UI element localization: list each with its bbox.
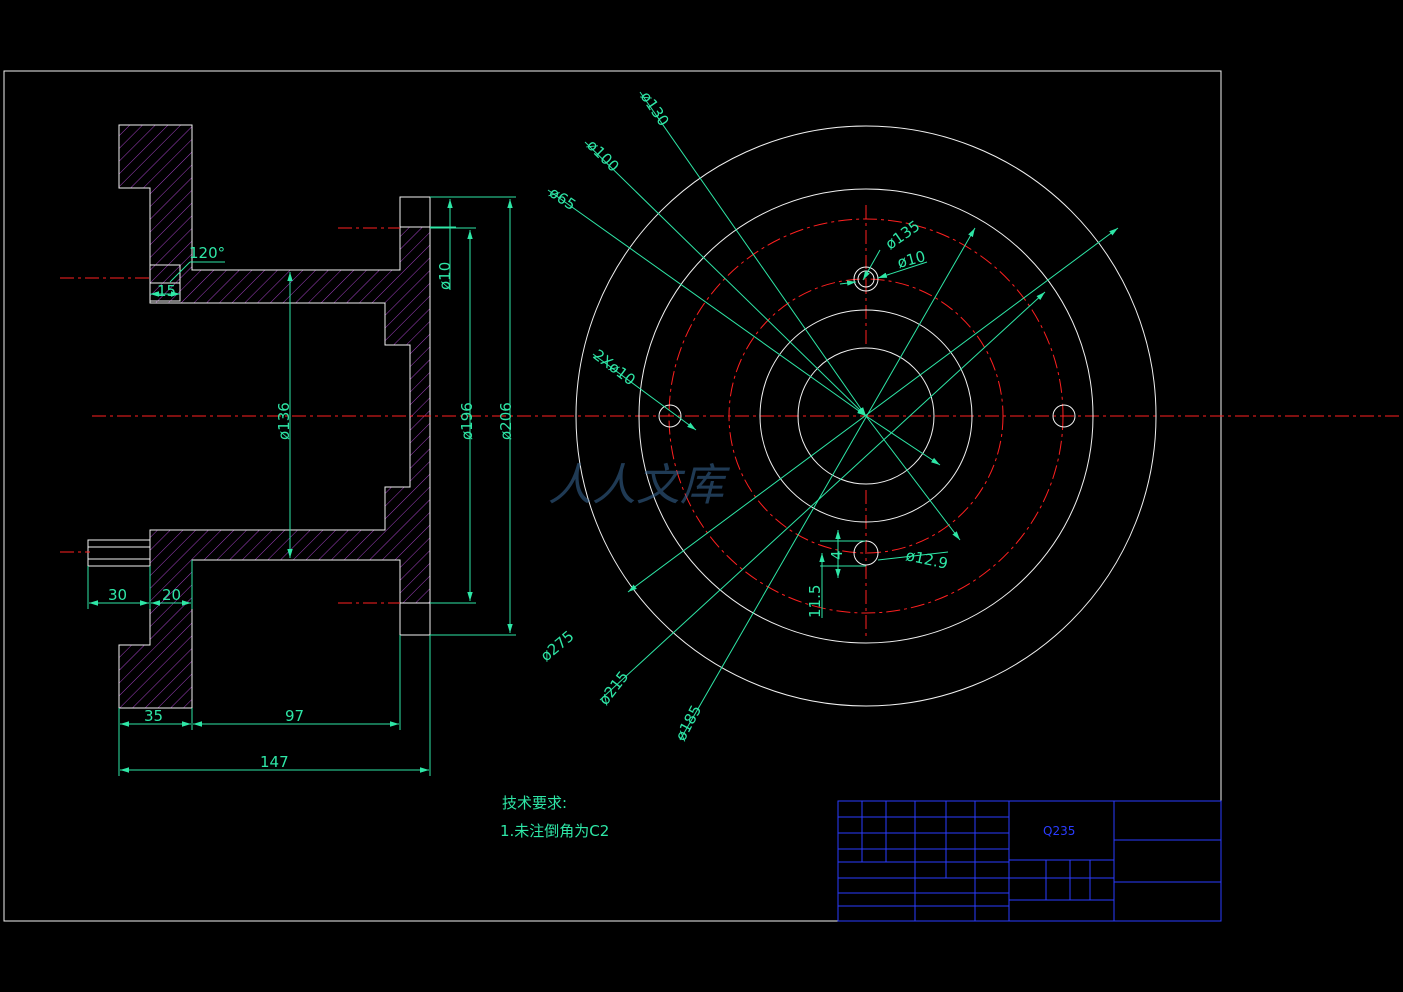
title-block: Q235	[837, 800, 1222, 922]
thread-detail	[87, 539, 151, 567]
material-label: Q235	[1043, 824, 1075, 838]
circle-d275	[575, 125, 1157, 707]
dim-label-d136: ø136	[275, 402, 293, 440]
dim-label-20: 20	[162, 586, 181, 604]
drawing-frame	[3, 70, 1222, 922]
leader-line-d215	[599, 291, 1046, 701]
flange-hole-bottom	[399, 602, 431, 636]
leader-line-d275	[627, 227, 1119, 593]
leader-line-d185	[679, 227, 976, 741]
tech-requirements-title: 技术要求:	[502, 794, 567, 812]
leader-line	[169, 261, 191, 283]
dim-label-angle: 120°	[189, 244, 225, 262]
dim-label-97: 97	[285, 707, 304, 725]
leader-line	[865, 415, 941, 466]
tech-requirements-item: 1.未注倒角为C2	[500, 822, 609, 840]
leader-line	[839, 280, 857, 286]
flange-hole-top	[399, 196, 431, 228]
leader-line-d10	[877, 261, 928, 279]
dim-label-4: 4	[828, 550, 846, 560]
dim-label-30: 30	[108, 586, 127, 604]
title-block-frame	[837, 800, 1222, 922]
watermark: 人人文库	[548, 460, 731, 511]
dim-label-d206: ø206	[497, 402, 515, 440]
leader-line-d12-9	[877, 551, 949, 561]
leader-line-d135	[862, 249, 881, 281]
leader-line	[865, 415, 961, 541]
dim-label-147: 147	[260, 753, 289, 771]
dim-label-11-5: 11.5	[806, 585, 824, 618]
dim-label-d196: ø196	[458, 402, 476, 440]
dim-label-d10: ø10	[436, 262, 454, 290]
section-view: ø136 ø196 ø206 ø10 120° 15 30 20	[60, 124, 560, 776]
dim-label-35: 35	[144, 707, 163, 725]
dim-label-15: 15	[157, 282, 176, 300]
